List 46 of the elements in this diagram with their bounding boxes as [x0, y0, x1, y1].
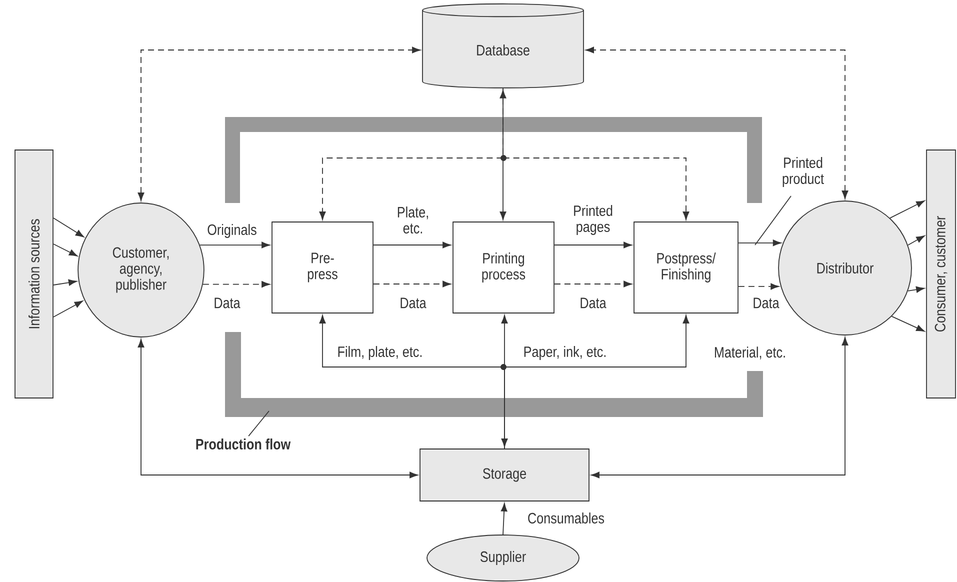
- arrow: [501, 315, 508, 448]
- arrow: [500, 90, 506, 220]
- arrow: [908, 236, 925, 246]
- edge-label: Data: [754, 298, 780, 308]
- arrow: [502, 88, 690, 220]
- arrow: [500, 502, 508, 535]
- edge-label: Paper, ink, etc.: [524, 346, 606, 360]
- arrow: [504, 315, 690, 449]
- arrow: [591, 337, 848, 478]
- edge-label: Originals: [208, 224, 256, 238]
- process-box: Postpress/ Finishing: [634, 222, 738, 314]
- arrow: [890, 200, 925, 219]
- edge-label: Data: [400, 298, 426, 308]
- arrow: [908, 286, 925, 293]
- leader-line: [248, 410, 270, 436]
- arrow: [554, 280, 632, 288]
- edge-label: Plate, etc.: [398, 206, 428, 234]
- arrow: [53, 300, 84, 318]
- arrow: [554, 242, 632, 248]
- flow-label: Production flow: [196, 438, 291, 450]
- arrow: [891, 316, 925, 332]
- arrow: [138, 46, 421, 202]
- edge-label: Consumables: [528, 512, 604, 524]
- arrow: [586, 46, 848, 200]
- arrow: [53, 244, 78, 256]
- arrow: [199, 242, 270, 248]
- edge-label: Printed product: [782, 157, 824, 187]
- edge-label: Printed pages: [574, 205, 612, 235]
- vertical-box: Information sources: [14, 150, 54, 398]
- arrow: [738, 283, 780, 290]
- edge-label: Data: [580, 298, 606, 308]
- arrow: [138, 338, 418, 478]
- vertical-box: Consumer, customer: [926, 150, 956, 398]
- edge-label: Material, etc.: [714, 346, 785, 360]
- arrow: [202, 281, 270, 288]
- arrow: [738, 240, 782, 246]
- arrow: [53, 279, 77, 286]
- arrow: [373, 242, 452, 248]
- edge-label: Film, plate, etc.: [338, 346, 422, 360]
- process-box: Pre-press: [272, 222, 374, 314]
- edge-label: Data: [214, 298, 240, 308]
- arrow: [373, 280, 452, 288]
- arrow: [53, 218, 84, 238]
- process-box: Printing process: [452, 222, 554, 314]
- storage-box: Storage: [420, 448, 590, 502]
- database-cylinder: Database: [422, 3, 584, 88]
